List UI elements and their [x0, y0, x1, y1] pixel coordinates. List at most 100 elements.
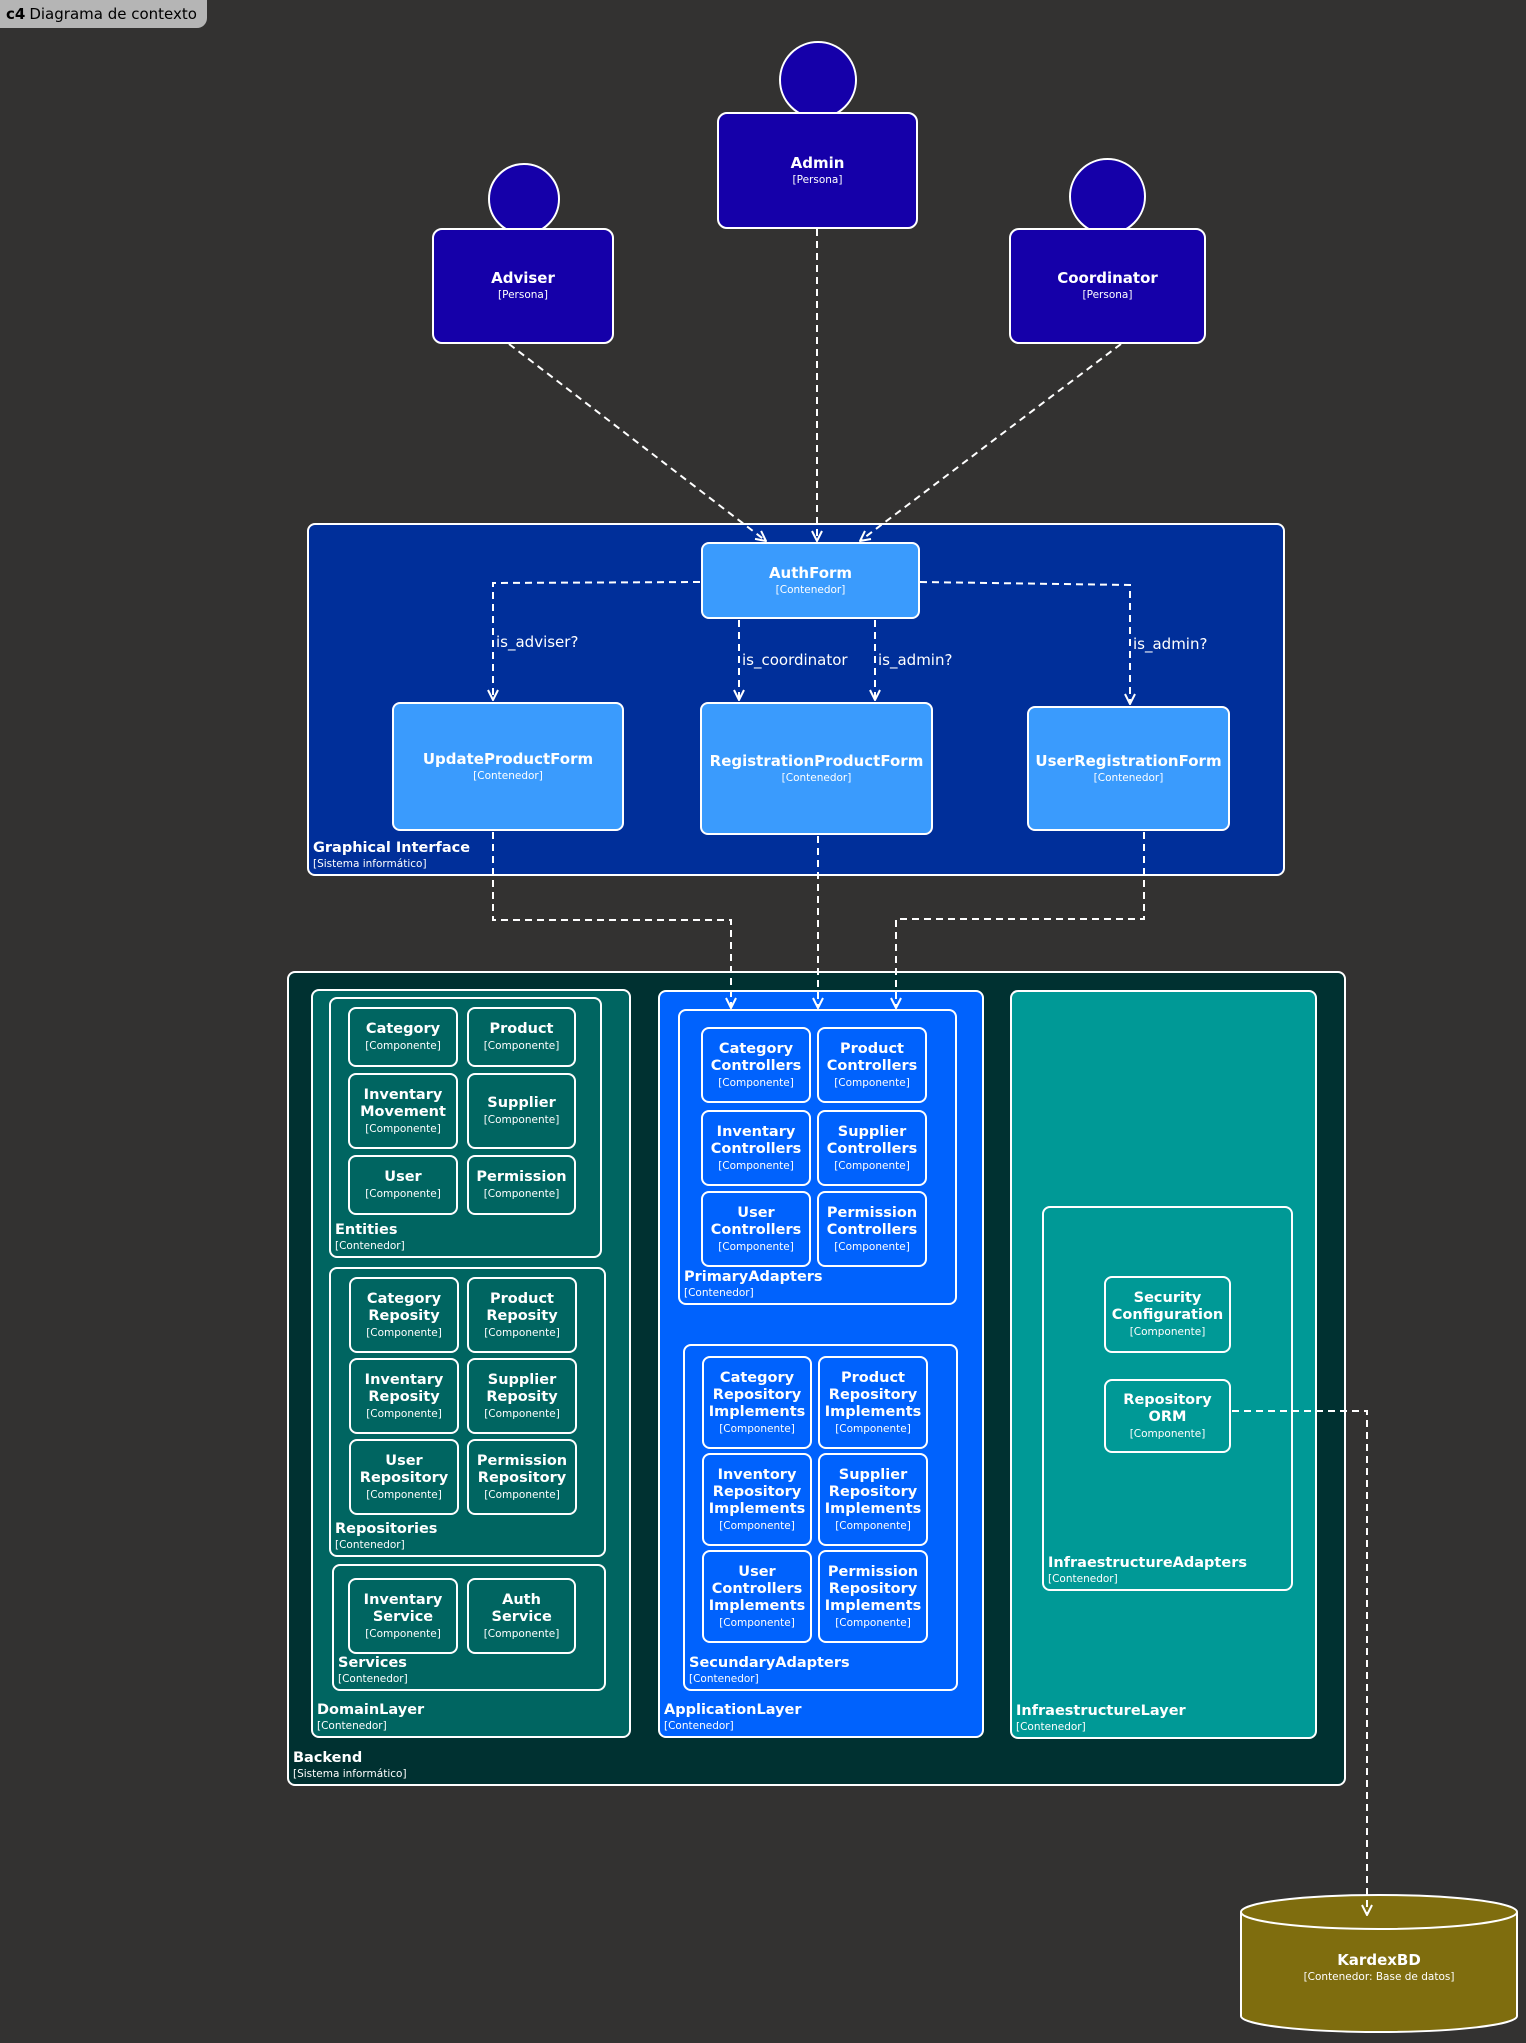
component-type: [Componente] [834, 1240, 910, 1253]
product-repository-implements[interactable]: Product Repository Implements [Component… [818, 1356, 928, 1449]
permission-repository[interactable]: Permission Repository [Componente] [467, 1439, 577, 1515]
frame-title: Diagrama de contexto [29, 5, 197, 23]
domain-layer-type: [Contenedor] [317, 1720, 387, 1732]
component-name: Category Reposity [366, 1290, 442, 1324]
domain-layer-name: DomainLayer [317, 1702, 425, 1718]
inventary-service[interactable]: Inventary Service [Componente] [348, 1578, 458, 1654]
services-container: Services [Contenedor] [332, 1564, 606, 1691]
component-name: Permission Repository Implements [824, 1563, 922, 1614]
product-entity[interactable]: Product [Componente] [467, 1007, 576, 1067]
component-name: Category Repository Implements [708, 1369, 806, 1420]
adviser-person-head [488, 163, 560, 235]
component-name: Supplier [487, 1095, 556, 1111]
inventory-repository-implements[interactable]: Inventory Repository Implements [Compone… [702, 1453, 812, 1546]
permission-repository-implements[interactable]: Permission Repository Implements [Compon… [818, 1550, 928, 1643]
inventary-controllers[interactable]: Inventary Controllers [Componente] [701, 1110, 811, 1186]
component-type: [Componente] [834, 1159, 910, 1172]
component-type: [Componente] [718, 1076, 794, 1089]
primary-adapters-name: PrimaryAdapters [684, 1269, 823, 1285]
arrow-authform-to-updateproduct [493, 581, 701, 700]
component-type: [Componente] [484, 1488, 560, 1501]
component-name: User Repository [359, 1452, 449, 1486]
registration-product-form-type: [Contenedor] [781, 771, 852, 784]
component-type: [Componente] [484, 1407, 560, 1420]
component-name: Permission Repository [476, 1452, 568, 1486]
admin-name: Admin [790, 153, 845, 172]
arrow-userregistration-to-primaryadapters [896, 832, 1145, 1008]
frame-keyword: c4 [6, 5, 26, 23]
component-type: [Componente] [365, 1122, 441, 1135]
inventary-movement-entity[interactable]: Inventary Movement [Componente] [348, 1073, 458, 1149]
component-type: [Componente] [483, 1627, 560, 1640]
product-reposity[interactable]: Product Reposity [Componente] [467, 1277, 577, 1353]
component-name: User Controllers Implements [708, 1563, 806, 1614]
component-type: [Componente] [483, 1188, 560, 1200]
component-name: Product Reposity [486, 1290, 558, 1324]
user-registration-form[interactable]: UserRegistrationForm [Contenedor] [1027, 706, 1230, 831]
edge-label-is-adviser: is_adviser? [496, 633, 579, 651]
user-controllers[interactable]: User Controllers [Componente] [701, 1191, 811, 1267]
supplier-repository-implements[interactable]: Supplier Repository Implements [Componen… [818, 1453, 928, 1546]
adviser-person[interactable]: Adviser [Persona] [432, 228, 614, 344]
user-controllers-implements[interactable]: User Controllers Implements [Componente] [702, 1550, 812, 1643]
infraestructure-adapters-name: InfraestructureAdapters [1048, 1555, 1247, 1571]
primary-adapters-container: PrimaryAdapters [Contenedor] [678, 1009, 957, 1305]
user-repository[interactable]: User Repository [Componente] [349, 1439, 459, 1515]
component-name: Permission [476, 1169, 567, 1185]
product-controllers[interactable]: Product Controllers [Componente] [817, 1027, 927, 1103]
entities-container: Entities [Contenedor] [329, 997, 602, 1258]
update-product-form-type: [Contenedor] [473, 769, 543, 782]
admin-type: [Persona] [792, 173, 843, 186]
auth-service[interactable]: Auth Service [Componente] [467, 1578, 576, 1654]
category-entity[interactable]: Category [Componente] [348, 1007, 458, 1067]
adviser-type: [Persona] [498, 289, 548, 301]
arrow-adviser-to-authform [508, 343, 766, 541]
component-name: Category [365, 1021, 441, 1037]
coordinator-person[interactable]: Coordinator [Persona] [1009, 228, 1206, 344]
repositories-type: [Contenedor] [335, 1539, 405, 1551]
registration-product-form[interactable]: RegistrationProductForm [Contenedor] [700, 702, 933, 835]
component-name: Security Configuration [1111, 1290, 1224, 1323]
permission-controllers[interactable]: Permission Controllers [Componente] [817, 1191, 927, 1267]
update-product-form[interactable]: UpdateProductForm [Contenedor] [392, 702, 624, 831]
user-registration-form-type: [Contenedor] [1093, 771, 1164, 784]
infraestructure-adapters-container: InfraestructureAdapters [Contenedor] [1042, 1206, 1293, 1591]
component-name: Product [489, 1021, 554, 1037]
coordinator-person-head [1069, 158, 1146, 235]
category-repository-implements[interactable]: Category Repository Implements [Componen… [702, 1356, 812, 1449]
backend-type: [Sistema informático] [293, 1768, 407, 1780]
component-type: [Componente] [366, 1488, 442, 1501]
secundary-adapters-type: [Contenedor] [689, 1673, 759, 1685]
security-configuration[interactable]: Security Configuration [Componente] [1104, 1276, 1231, 1353]
component-type: [Componente] [718, 1159, 794, 1172]
component-type: [Componente] [719, 1519, 795, 1532]
arrow-updateproduct-to-primaryadapters [492, 832, 731, 1008]
admin-person[interactable]: Admin [Persona] [717, 112, 918, 229]
supplier-controllers[interactable]: Supplier Controllers [Componente] [817, 1110, 927, 1186]
edge-label-is-coordinator: is_coordinator [742, 651, 848, 669]
component-name: User Controllers [710, 1204, 802, 1238]
component-name: Auth Service [491, 1591, 552, 1625]
permission-entity[interactable]: Permission [Componente] [467, 1155, 576, 1215]
adviser-name: Adviser [491, 269, 555, 287]
component-name: Permission Controllers [826, 1204, 918, 1238]
kardexbd-database[interactable]: KardexBD [Contenedor: Base de datos] [1241, 1918, 1517, 2018]
graphical-interface-type: [Sistema informático] [313, 858, 427, 870]
infraestructure-layer-type: [Contenedor] [1016, 1721, 1086, 1733]
category-controllers[interactable]: Category Controllers [Componente] [701, 1027, 811, 1103]
component-name: Category Controllers [710, 1040, 802, 1074]
repository-orm[interactable]: Repository ORM [Componente] [1104, 1379, 1231, 1453]
inventary-reposity[interactable]: Inventary Reposity [Componente] [349, 1358, 459, 1434]
component-name: Inventary Controllers [710, 1123, 802, 1157]
application-layer-type: [Contenedor] [664, 1720, 734, 1732]
component-name: Supplier Controllers [826, 1123, 918, 1157]
auth-form[interactable]: AuthForm [Contenedor] [701, 542, 920, 619]
component-type: [Componente] [835, 1616, 911, 1629]
component-type: [Componente] [365, 1040, 441, 1052]
coordinator-type: [Persona] [1082, 289, 1133, 301]
user-entity[interactable]: User [Componente] [348, 1155, 458, 1215]
supplier-entity[interactable]: Supplier [Componente] [467, 1073, 576, 1149]
supplier-reposity[interactable]: Supplier Reposity [Componente] [467, 1358, 577, 1434]
infraestructure-adapters-type: [Contenedor] [1048, 1573, 1118, 1585]
category-reposity[interactable]: Category Reposity [Componente] [349, 1277, 459, 1353]
